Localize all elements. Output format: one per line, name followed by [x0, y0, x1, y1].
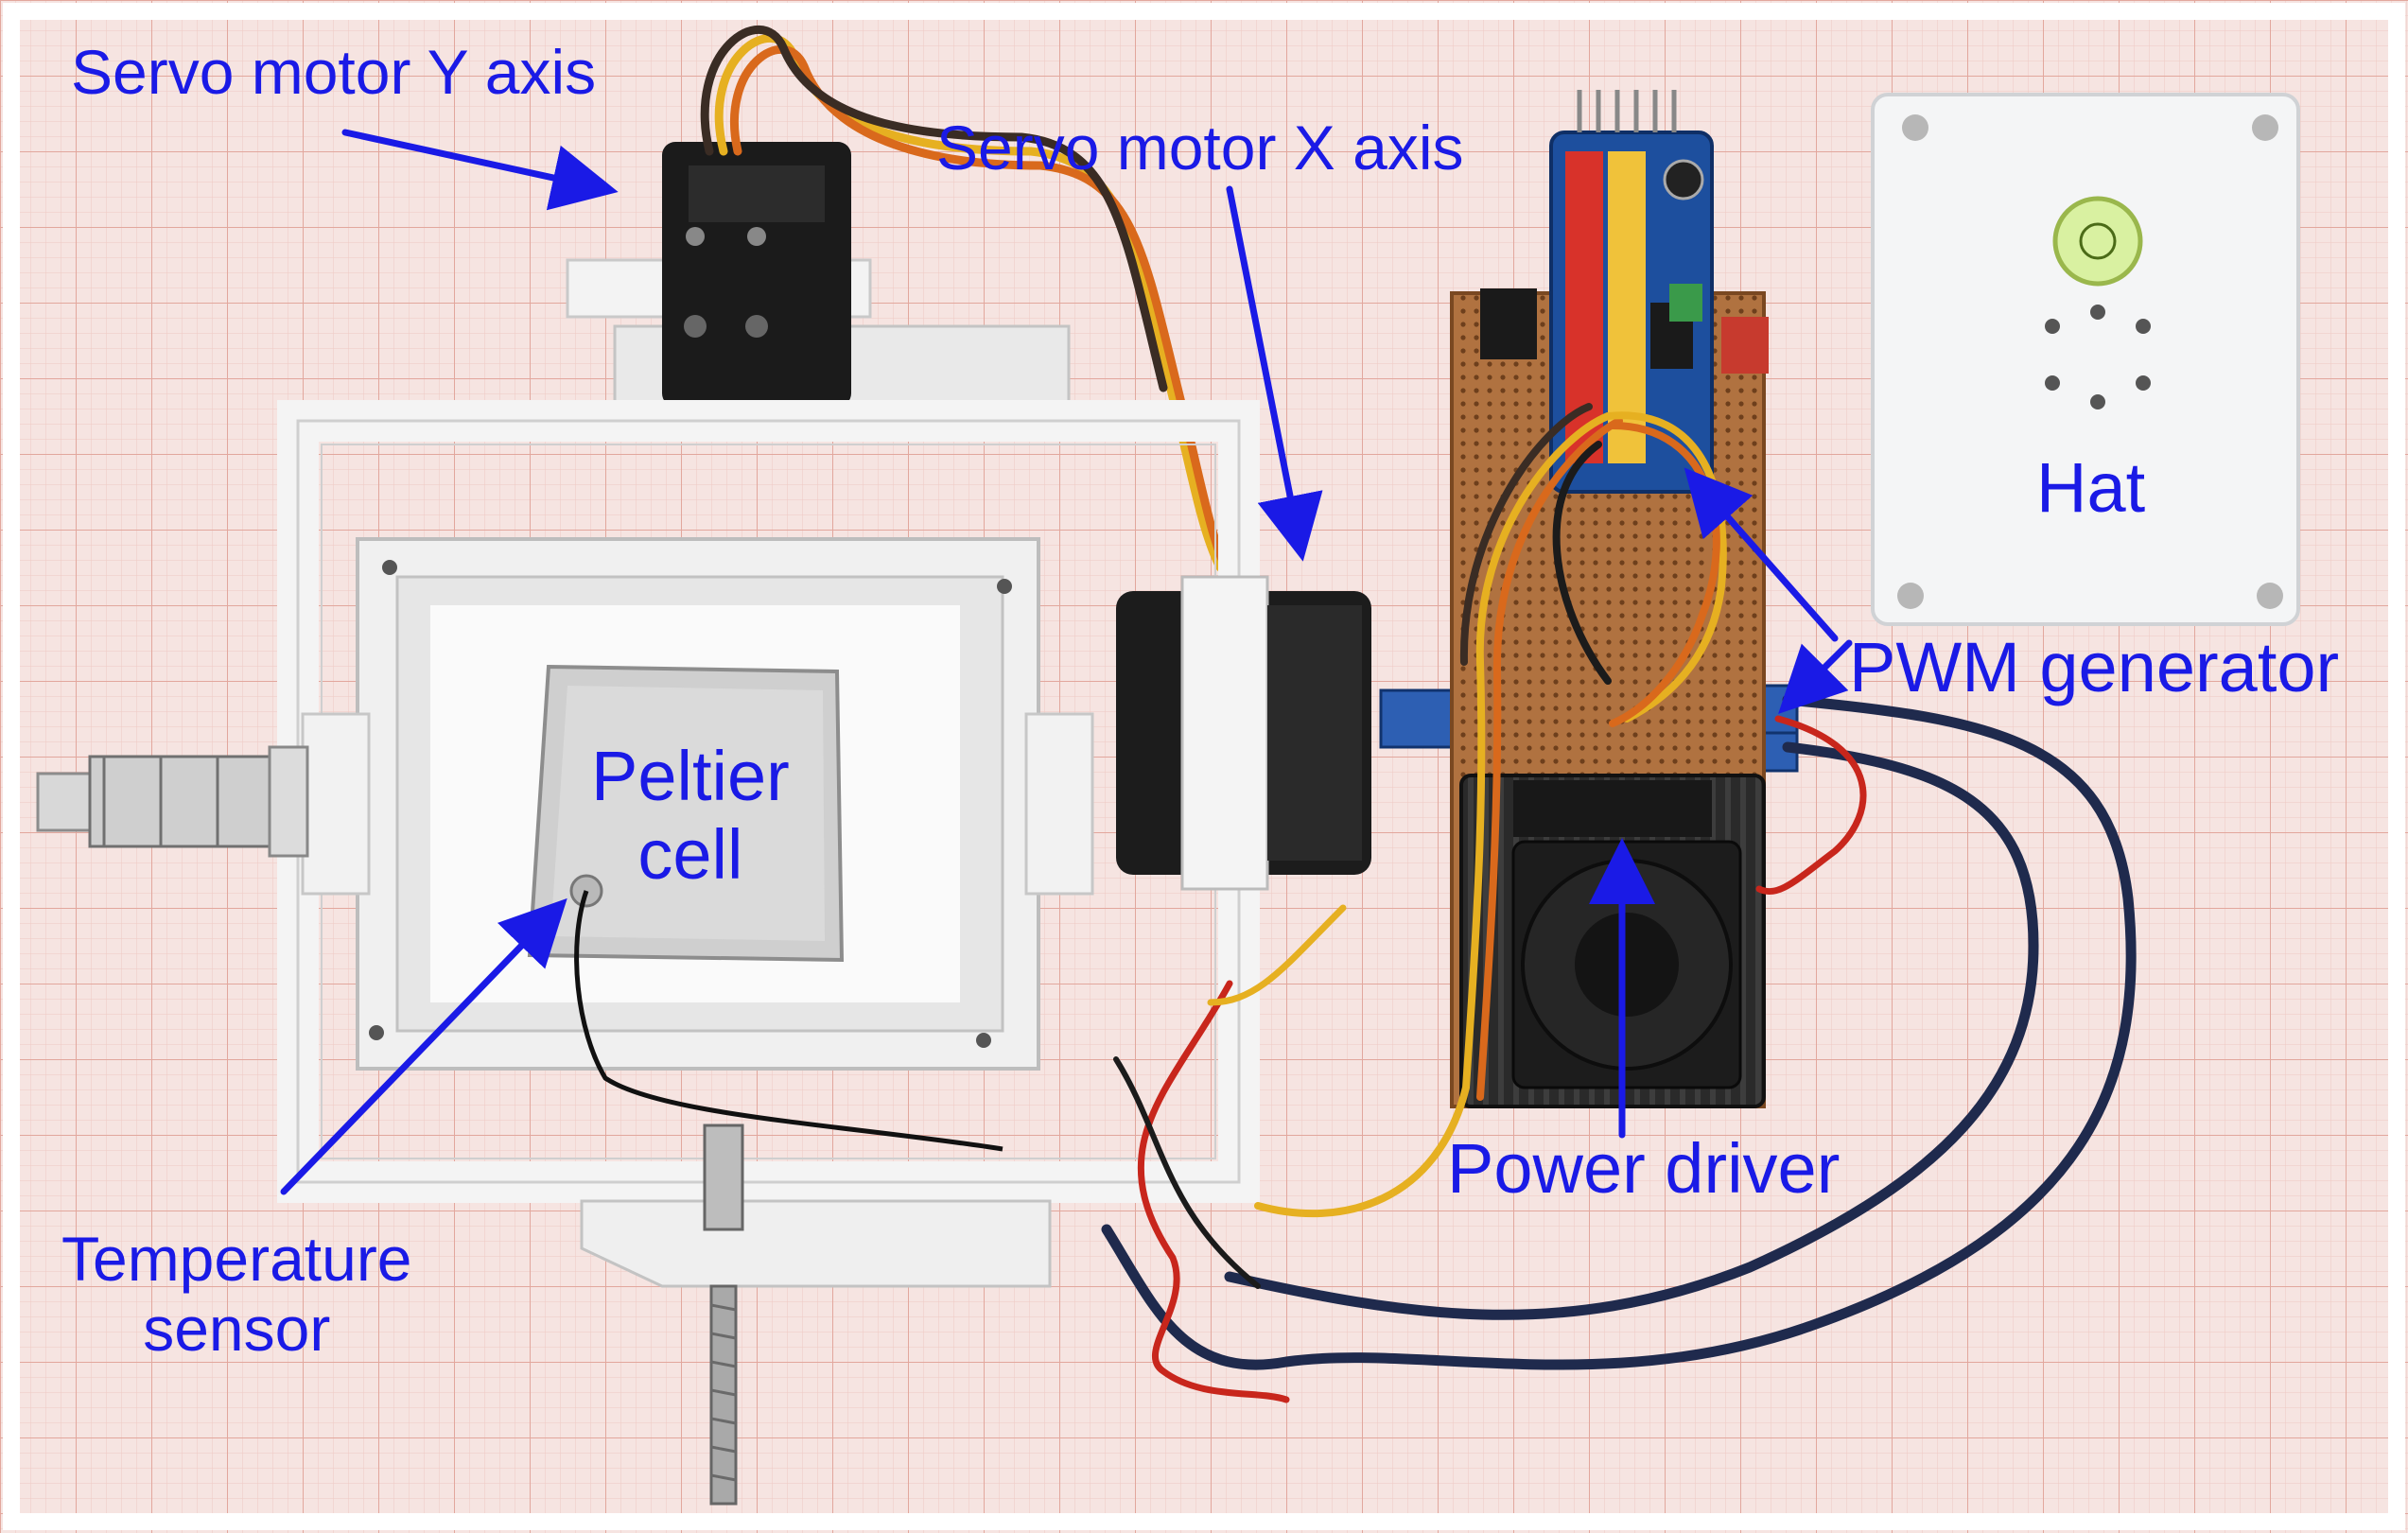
arrow-servo-x: [1226, 185, 1323, 562]
temperature-sensor-wire: [574, 890, 1003, 1152]
servo-y-mount: [566, 142, 1071, 409]
bottom-mount: [580, 1124, 1052, 1506]
label-power-driver: Power driver: [1447, 1129, 1841, 1208]
arrow-pwm-to-board: [1684, 467, 1839, 642]
label-temperature-line2: sensor: [143, 1293, 331, 1364]
arrow-pwm-to-connector: [1778, 639, 1853, 714]
servo-x: [1116, 575, 1371, 891]
annotation-arrows: [280, 129, 1853, 1195]
label-peltier-cell: Peltier cell: [591, 737, 790, 895]
label-servo-motor-y-axis: Servo motor Y axis: [71, 37, 597, 107]
label-hat: Hat: [2036, 448, 2146, 527]
label-temperature-line1: Temperature: [61, 1224, 412, 1294]
arrow-temperature-sensor: [280, 897, 567, 1195]
label-peltier-line1: Peltier: [591, 737, 790, 815]
arrow-servo-y: [341, 129, 619, 211]
label-temperature-sensor: Temperature sensor: [61, 1224, 412, 1365]
peltier-cell-plate: [527, 664, 845, 963]
label-peltier-line2: cell: [637, 814, 743, 894]
power-cables: [1101, 694, 2137, 1403]
shaft-bolts-left: [36, 745, 309, 858]
hat-plate: [1871, 93, 2300, 626]
label-servo-motor-x-axis: Servo motor X axis: [936, 113, 1464, 183]
board-wires: [1254, 403, 1727, 1218]
label-pwm-generator: PWM generator: [1849, 628, 2340, 706]
pwm-board: [1480, 90, 1769, 494]
power-driver: [1459, 774, 1766, 1108]
